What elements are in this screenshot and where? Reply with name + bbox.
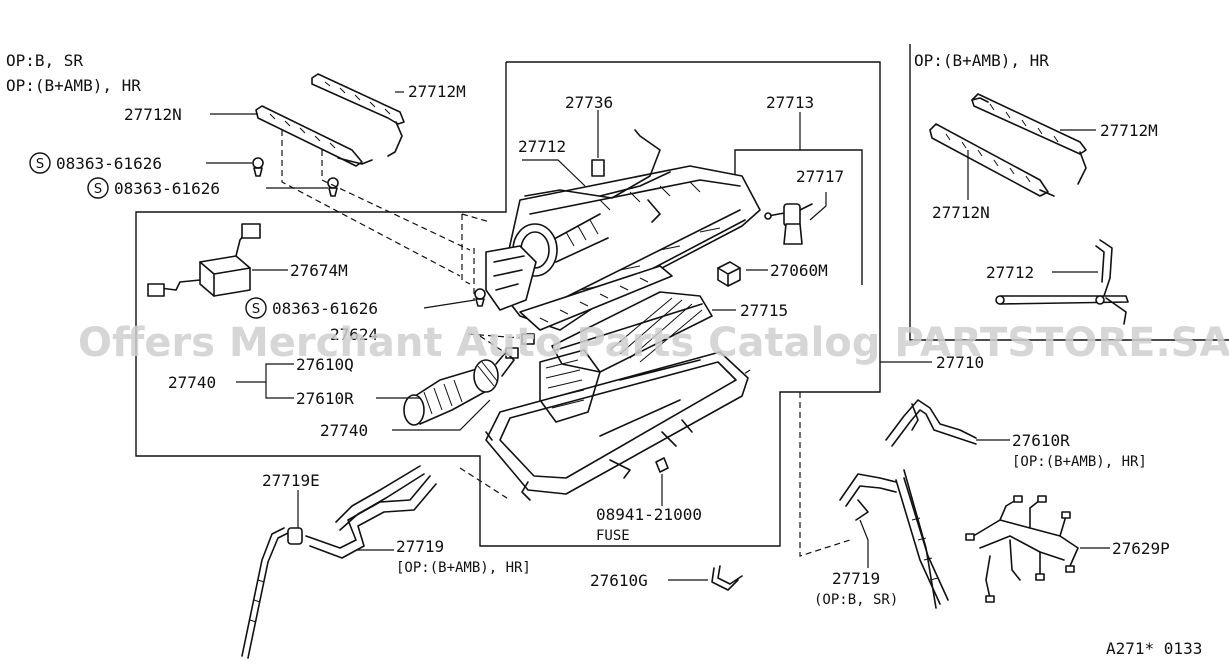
screw-label-3: S 08363-61626 xyxy=(245,297,378,319)
label-27719-b-note: (OP:B, SR) xyxy=(814,592,898,608)
label-fuse: FUSE xyxy=(596,528,630,544)
label-27719-a: 27719 xyxy=(396,537,444,556)
bracket-27712-right xyxy=(995,239,1129,325)
dash-line-4 xyxy=(461,213,491,223)
label-27740-a: 27740 xyxy=(168,373,216,392)
label-27712N-b: 27712N xyxy=(932,203,990,222)
label-08363-61626-a: 08363-61626 xyxy=(56,154,162,173)
leader-27740-b xyxy=(392,399,491,431)
screw-3 xyxy=(474,288,486,307)
hose-27719-a xyxy=(305,465,437,559)
sensor-27717 xyxy=(764,203,813,245)
dash-line-1 xyxy=(281,130,461,277)
label-27712M-a: 27712M xyxy=(408,82,466,101)
label-27719-b: 27719 xyxy=(832,569,880,588)
label-27715: 27715 xyxy=(740,301,788,320)
label-27629P: 27629P xyxy=(1112,539,1170,558)
right-option-frame xyxy=(909,44,1229,341)
label-27712M-b: 27712M xyxy=(1100,121,1158,140)
label-27674M: 27674M xyxy=(290,261,348,280)
screw-1 xyxy=(252,157,264,177)
duct-assembly-27713 xyxy=(485,129,761,331)
label-27710: 27710 xyxy=(936,353,984,372)
dash-line-7 xyxy=(799,392,851,557)
bracket-27712N-left xyxy=(255,105,373,167)
cap-27060M xyxy=(717,261,741,287)
screw-2 xyxy=(327,177,339,197)
label-27610Q: 27610Q xyxy=(296,355,354,374)
bracket-27712N-right xyxy=(929,123,1055,197)
frames xyxy=(135,44,1229,547)
watermark: Offers Merchant Auto Parts Catalog PARTS… xyxy=(78,320,1229,366)
label-27736: 27736 xyxy=(565,93,613,112)
label-27740-b: 27740 xyxy=(320,421,368,440)
hose-27610R-right xyxy=(885,399,977,447)
label-27610G: 27610G xyxy=(590,571,648,590)
duct-27740 xyxy=(403,351,515,426)
bracket-27740-a xyxy=(265,363,294,399)
leader-27712-a xyxy=(522,159,586,187)
housing-27710 xyxy=(485,349,749,501)
option-note-b-amb-hr: OP:(B+AMB), HR xyxy=(6,76,141,95)
hose-27719-right xyxy=(839,469,949,609)
svg-text:S: S xyxy=(36,157,44,172)
dash-line-3 xyxy=(461,214,471,285)
dash-line-2 xyxy=(321,150,471,251)
label-27719E: 27719E xyxy=(262,471,320,490)
label-27610R-b-note: [OP:(B+AMB), HR] xyxy=(1012,454,1147,470)
label-27712-b: 27712 xyxy=(986,263,1034,282)
hose-27719E xyxy=(241,527,303,659)
main-frame-27710 xyxy=(135,61,881,547)
leader-27717 xyxy=(809,192,827,221)
label-27610R-a: 27610R xyxy=(296,389,354,408)
label-27719-a-note: [OP:(B+AMB), HR] xyxy=(396,560,531,576)
label-27717: 27717 xyxy=(796,167,844,186)
hose-27610G xyxy=(711,565,743,591)
label-08363-61626-c: 08363-61626 xyxy=(272,299,378,318)
label-08363-61626-b: 08363-61626 xyxy=(114,179,220,198)
label-27712N-a: 27712N xyxy=(124,105,182,124)
label-27624: 27624 xyxy=(330,325,378,344)
harness-27629P xyxy=(965,495,1079,603)
leader-27624 xyxy=(467,333,521,353)
frame-27713 xyxy=(734,149,863,285)
leader-27719-b xyxy=(859,519,869,568)
screw-label-2: S 08363-61626 xyxy=(87,177,220,199)
option-note-b-sr: OP:B, SR xyxy=(6,51,83,70)
svg-text:S: S xyxy=(94,182,102,197)
bracket-27712M-right xyxy=(971,93,1087,185)
dash-line-6 xyxy=(459,467,511,501)
resistor-27674M xyxy=(147,223,261,297)
label-27610R-b: 27610R xyxy=(1012,431,1070,450)
option-note-right: OP:(B+AMB), HR xyxy=(914,51,1049,70)
bracket-27712M-left xyxy=(311,73,405,157)
diagram-ref-code: A271* 0133 xyxy=(1106,639,1202,658)
svg-text:S: S xyxy=(252,302,260,317)
leader-screw-3 xyxy=(423,299,476,309)
label-27060M: 27060M xyxy=(770,261,828,280)
label-08941-21000: 08941-21000 xyxy=(596,505,702,524)
fuse-08941-21000 xyxy=(655,457,669,473)
label-27712-a: 27712 xyxy=(518,137,566,156)
screw-label-1: S 08363-61626 xyxy=(29,152,162,174)
label-27713: 27713 xyxy=(766,93,814,112)
